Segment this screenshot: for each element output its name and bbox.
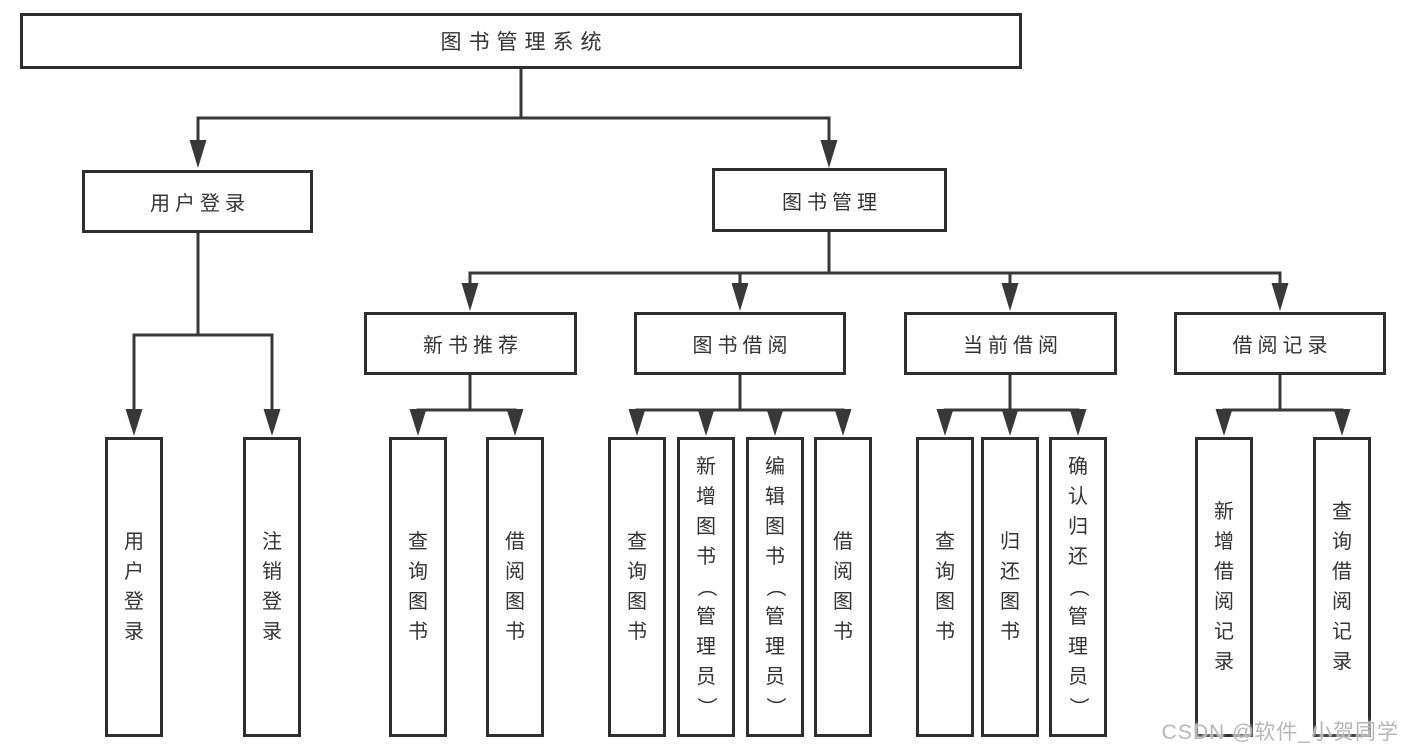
leaf-borrow-query-books-label: 查询图书	[627, 531, 647, 643]
leaf-user-login: 用户登录	[105, 437, 163, 737]
leaf-borrow-edit-books-admin-label: 编辑图书（管理员）	[764, 456, 786, 717]
leaf-current-confirm-return-admin-label: 确认归还（管理员）	[1067, 456, 1089, 717]
leaf-logout: 注销登录	[243, 437, 301, 737]
leaf-borrow-query-books: 查询图书	[608, 437, 666, 737]
leaf-rec-query-books-label: 查询图书	[408, 531, 428, 643]
node-current-borrowing: 当前借阅	[904, 312, 1117, 375]
node-library-management-system: 图书管理系统	[20, 13, 1022, 69]
leaf-borrow-add-books-admin-label: 新增图书（管理员）	[695, 456, 717, 717]
leaf-records-query-record: 查询借阅记录	[1313, 437, 1371, 737]
leaf-current-return-books-label: 归还图书	[1000, 531, 1020, 643]
node-new-book-recommendation: 新书推荐	[364, 312, 577, 375]
leaf-current-query-books: 查询图书	[916, 437, 974, 737]
leaf-current-query-books-label: 查询图书	[935, 531, 955, 643]
leaf-rec-borrow-books: 借阅图书	[486, 437, 544, 737]
leaf-borrow-borrow-books: 借阅图书	[814, 437, 872, 737]
leaf-rec-query-books: 查询图书	[389, 437, 447, 737]
leaf-borrow-borrow-books-label: 借阅图书	[833, 531, 853, 643]
csdn-watermark: CSDN @软件_小贺同学	[1161, 721, 1399, 744]
node-book-management: 图书管理	[712, 168, 947, 232]
leaf-borrow-edit-books-admin: 编辑图书（管理员）	[746, 437, 804, 737]
node-borrowing-records: 借阅记录	[1174, 312, 1386, 375]
leaf-records-add-record-label: 新增借阅记录	[1214, 501, 1234, 673]
leaf-user-login-label: 用户登录	[124, 531, 144, 643]
leaf-records-query-record-label: 查询借阅记录	[1332, 501, 1352, 673]
node-user-login: 用户登录	[82, 170, 313, 233]
leaf-current-return-books: 归还图书	[981, 437, 1039, 737]
leaf-records-add-record: 新增借阅记录	[1195, 437, 1253, 737]
leaf-current-confirm-return-admin: 确认归还（管理员）	[1049, 437, 1107, 737]
leaf-logout-label: 注销登录	[262, 531, 282, 643]
node-book-borrowing: 图书借阅	[634, 312, 846, 375]
leaf-borrow-add-books-admin: 新增图书（管理员）	[677, 437, 735, 737]
leaf-rec-borrow-books-label: 借阅图书	[505, 531, 525, 643]
